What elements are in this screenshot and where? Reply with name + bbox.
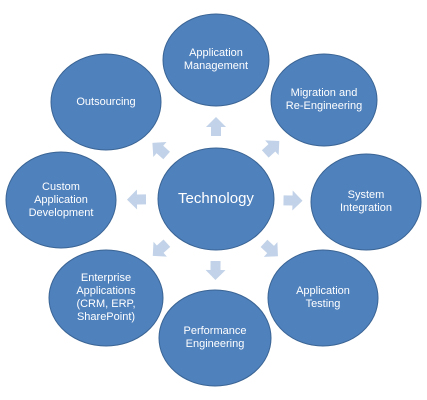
arrow-shape bbox=[260, 239, 278, 257]
arrow-to-enterprise-applications bbox=[152, 239, 171, 257]
circle-custom-application-development bbox=[5, 151, 117, 249]
arrow-to-system-integration bbox=[283, 190, 303, 211]
circle-application-testing bbox=[267, 249, 379, 347]
arrow-to-performance-engineering bbox=[205, 260, 226, 280]
circle-technology bbox=[157, 147, 275, 251]
arrow-shape bbox=[152, 239, 171, 257]
arrow-to-application-management bbox=[206, 117, 226, 136]
arrow-to-application-testing bbox=[260, 239, 278, 257]
arrow-shape bbox=[205, 260, 226, 280]
circle-migration-reengineering bbox=[270, 53, 378, 147]
arrow-to-custom-application-development bbox=[127, 189, 147, 210]
arrow-to-outsourcing bbox=[152, 141, 170, 160]
circle-application-management bbox=[162, 13, 270, 107]
circle-enterprise-applications bbox=[48, 249, 164, 347]
arrow-to-migration-reengineering bbox=[261, 140, 280, 158]
circle-system-integration bbox=[310, 153, 422, 251]
arrow-shape bbox=[261, 140, 280, 158]
arrow-shape bbox=[127, 189, 147, 210]
circle-outsourcing bbox=[50, 53, 162, 151]
arrow-shape bbox=[206, 117, 226, 136]
arrow-shape bbox=[283, 190, 303, 211]
arrow-shape bbox=[152, 141, 170, 160]
circle-performance-engineering bbox=[158, 289, 272, 387]
